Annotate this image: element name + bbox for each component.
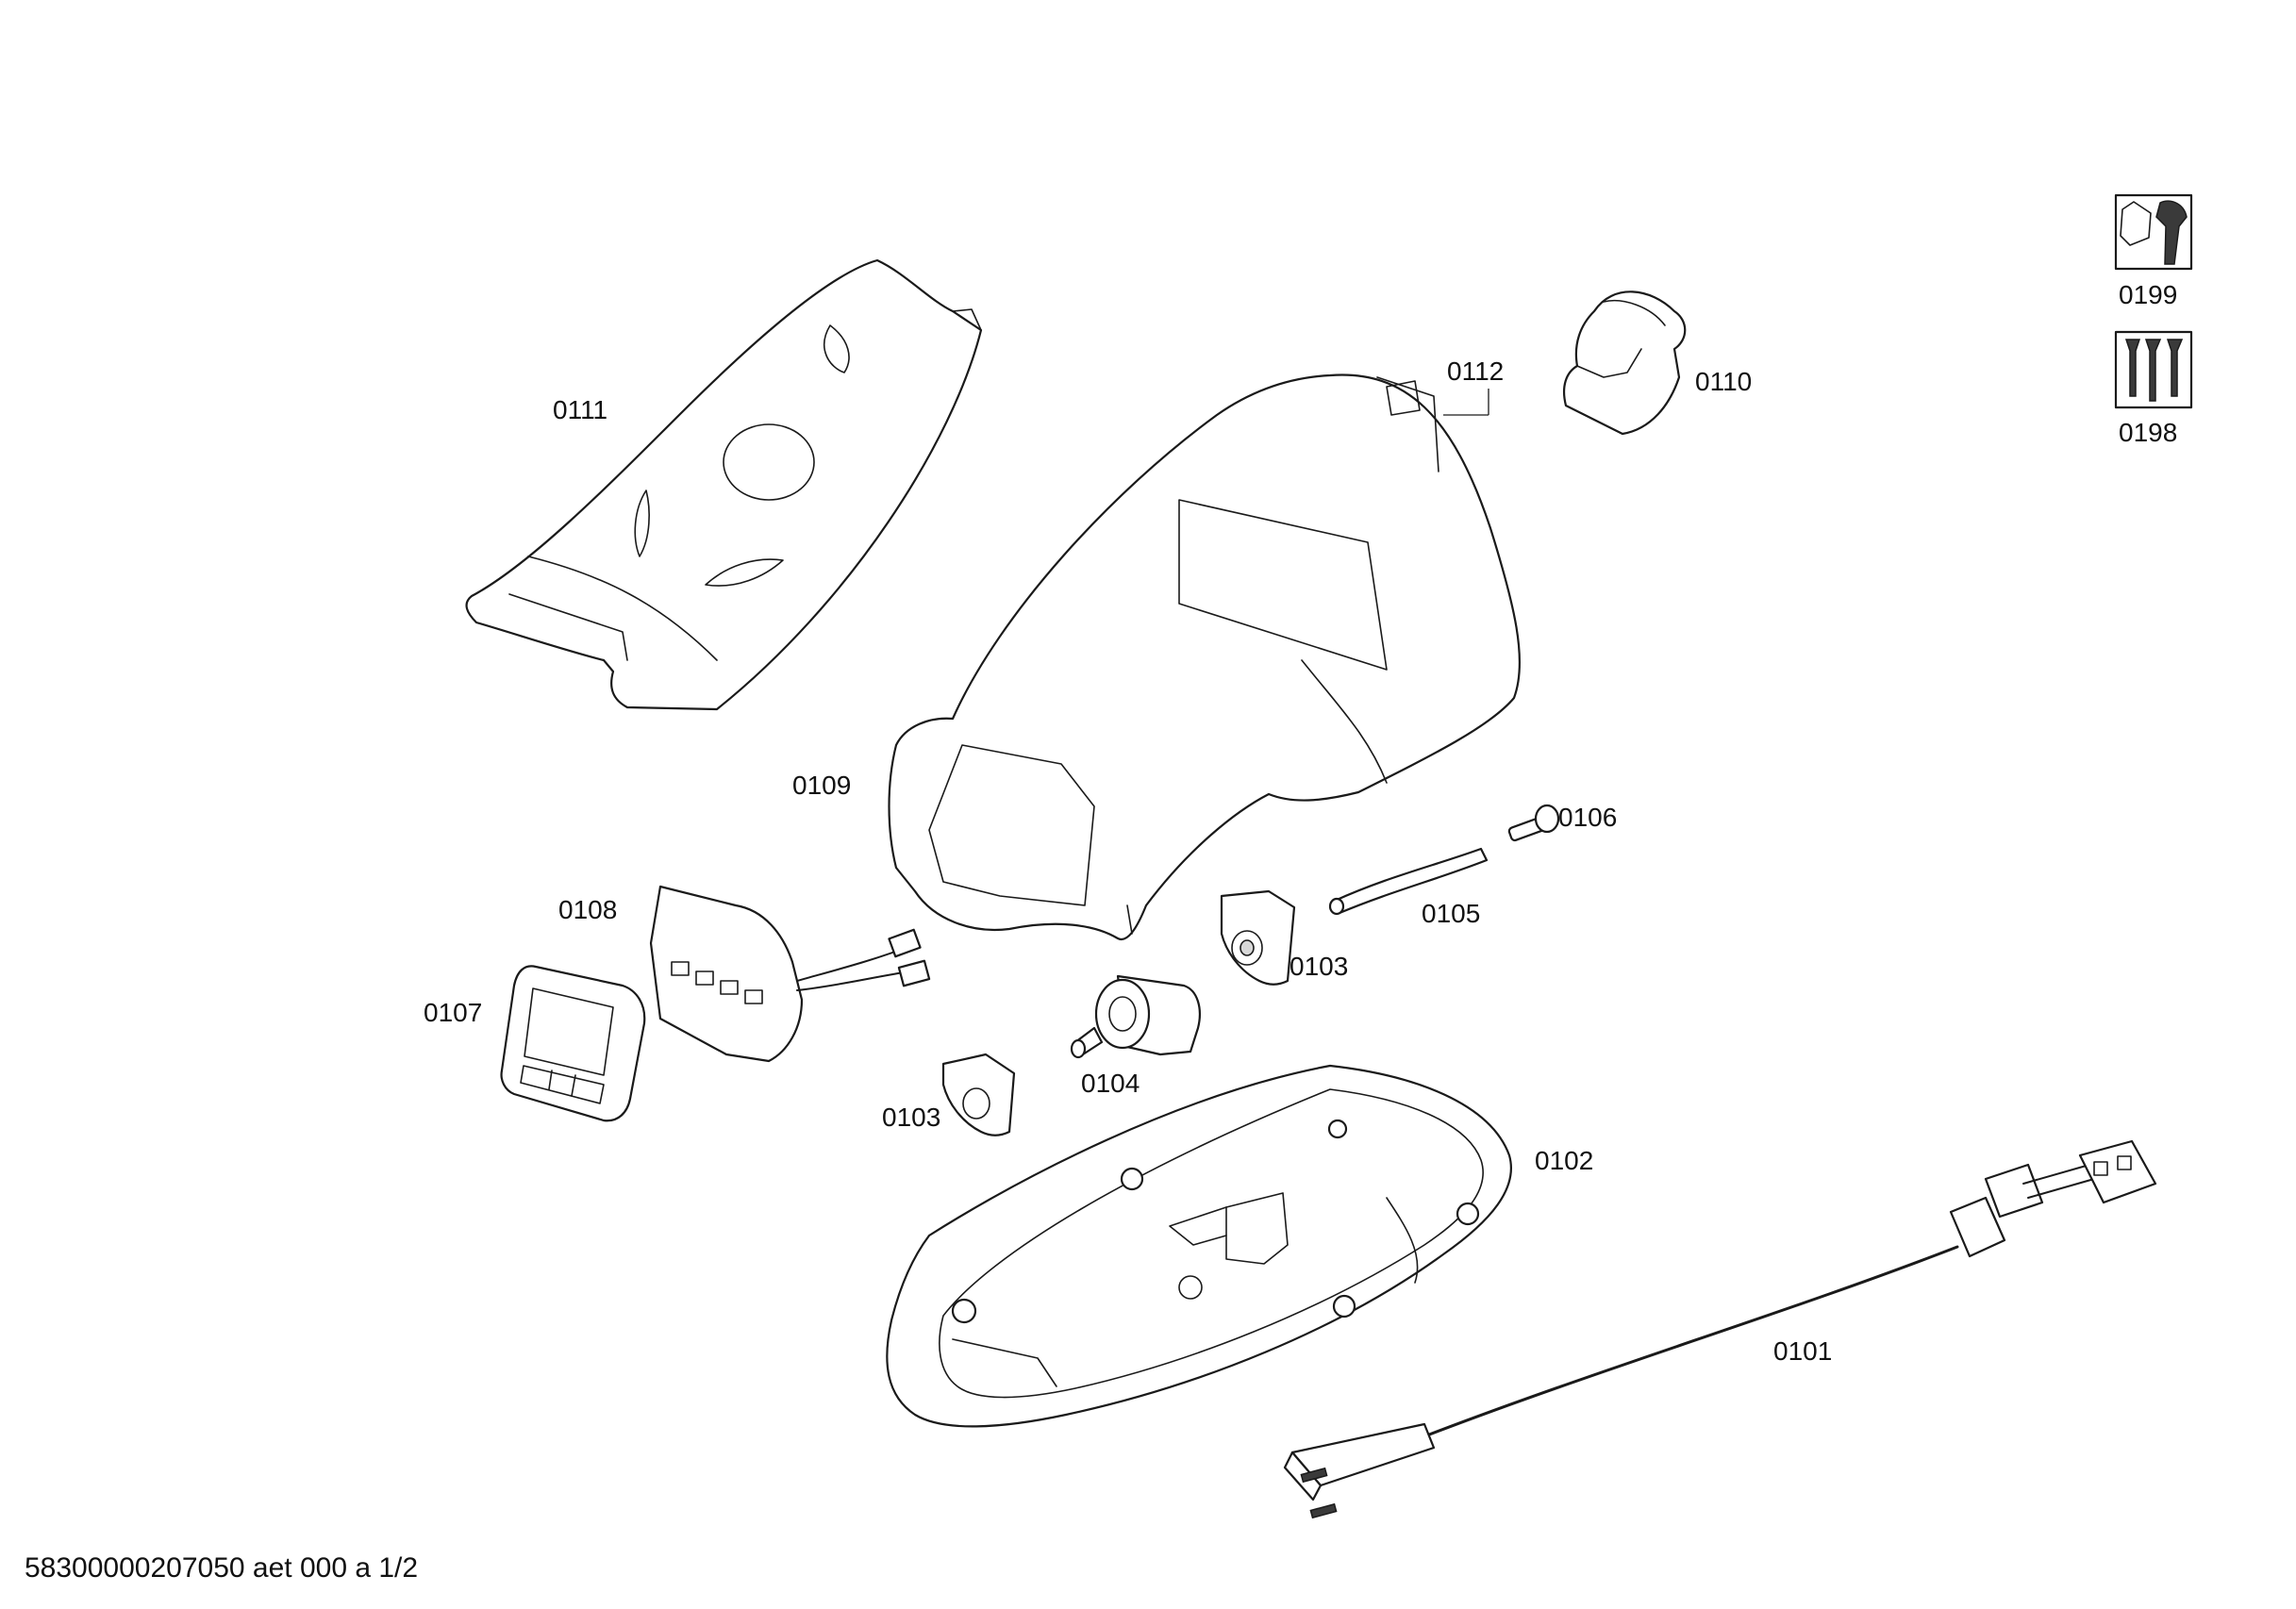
- callout-0111: 0111: [553, 395, 607, 424]
- callout-0199: 0199: [2119, 280, 2177, 309]
- part-0105-hose[interactable]: [1328, 847, 1489, 916]
- callout-0104: 0104: [1081, 1069, 1140, 1098]
- part-0106-pin[interactable]: [1507, 804, 1560, 842]
- callout-0102: 0102: [1535, 1146, 1593, 1175]
- part-0109-housing[interactable]: [888, 373, 1522, 941]
- callout-0110: 0110: [1695, 367, 1752, 396]
- drawing-code: 58300000207050 aet 000 a 1/2: [25, 1552, 419, 1584]
- callout-0106: 0106: [1558, 803, 1617, 832]
- callout-0108: 0108: [558, 895, 617, 924]
- part-0101-power-cord[interactable]: [1283, 1139, 2157, 1519]
- callout-0112: 0112: [1447, 357, 1504, 386]
- part-0103-bracket-lower[interactable]: [941, 1053, 1016, 1136]
- part-0103-bracket-upper[interactable]: [1220, 889, 1296, 986]
- callout-0105: 0105: [1422, 899, 1480, 928]
- part-0102-base[interactable]: [886, 1064, 1512, 1428]
- callout-0103b: 0103: [882, 1103, 940, 1132]
- screws-icon[interactable]: [2114, 330, 2193, 409]
- callout-0101: 0101: [1773, 1336, 1832, 1366]
- part-0107-control-panel-cover[interactable]: [500, 965, 646, 1122]
- callout-0103a: 0103: [1289, 952, 1348, 981]
- callout-0107: 0107: [424, 998, 482, 1027]
- part-0104-pump[interactable]: [1070, 974, 1201, 1059]
- wrench-nut-icon[interactable]: [2114, 193, 2193, 271]
- part-0111-soleplate-cover[interactable]: [465, 258, 983, 711]
- leader-0112: [1443, 389, 1489, 416]
- callout-0109: 0109: [792, 771, 851, 800]
- part-0108-control-board[interactable]: [649, 885, 931, 1063]
- part-0110-knob[interactable]: [1562, 290, 1687, 436]
- callout-0198: 0198: [2119, 418, 2177, 447]
